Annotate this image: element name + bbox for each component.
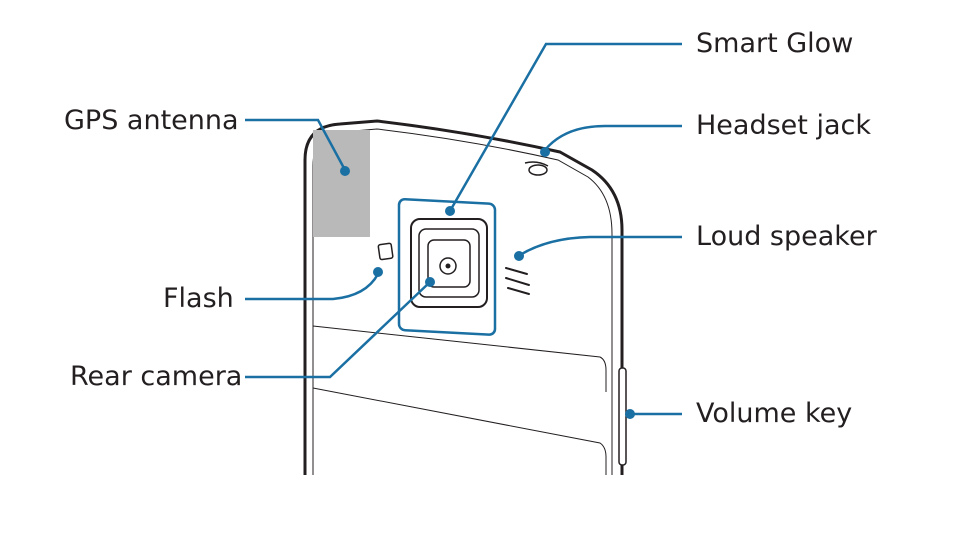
loud-speaker-callout-line: [519, 235, 682, 257]
camera-housing-core: [427, 239, 471, 288]
rear-camera-callout-line: [245, 281, 431, 379]
gps-antenna-callout-dot: [340, 166, 350, 176]
loud-speaker-slot-1: [505, 267, 528, 275]
gps-antenna-label: GPS antenna: [64, 105, 239, 136]
gps-antenna-area: [313, 130, 370, 237]
rear-camera-lens-center: [445, 263, 451, 269]
flash-label: Flash: [163, 283, 234, 314]
headset-jack: [528, 164, 548, 176]
camera-housing-inner: [418, 228, 480, 298]
rear-camera-label: Rear camera: [70, 361, 243, 392]
volume-key: [618, 367, 627, 466]
panel-seam-upper: [312, 325, 607, 392]
panel-seam-lower: [312, 387, 607, 475]
smart-glow-ring: [397, 197, 497, 336]
headset-jack-housing: [524, 161, 549, 167]
loud-speaker-label: Loud speaker: [696, 221, 877, 252]
smart-glow-callout-line: [448, 42, 682, 212]
gps-antenna-callout-line: [245, 118, 347, 171]
flash-callout-dot: [373, 267, 383, 277]
volume-key-label: Volume key: [696, 398, 853, 429]
smart-glow-label: Smart Glow: [696, 28, 854, 59]
loud-speaker-slot-2: [505, 277, 530, 286]
headset-jack-label: Headset jack: [696, 110, 871, 141]
volume-key-callout-dot: [625, 409, 635, 419]
flash-unit: [377, 242, 394, 261]
smart-glow-callout-dot: [445, 206, 455, 216]
rear-camera-callout-dot: [425, 277, 435, 287]
headset-jack-callout-line: [544, 124, 682, 151]
headset-jack-callout-dot: [540, 147, 550, 157]
loud-speaker-slot-3: [507, 287, 530, 295]
flash-callout-line: [245, 273, 380, 301]
loud-speaker-callout-dot: [514, 251, 524, 261]
